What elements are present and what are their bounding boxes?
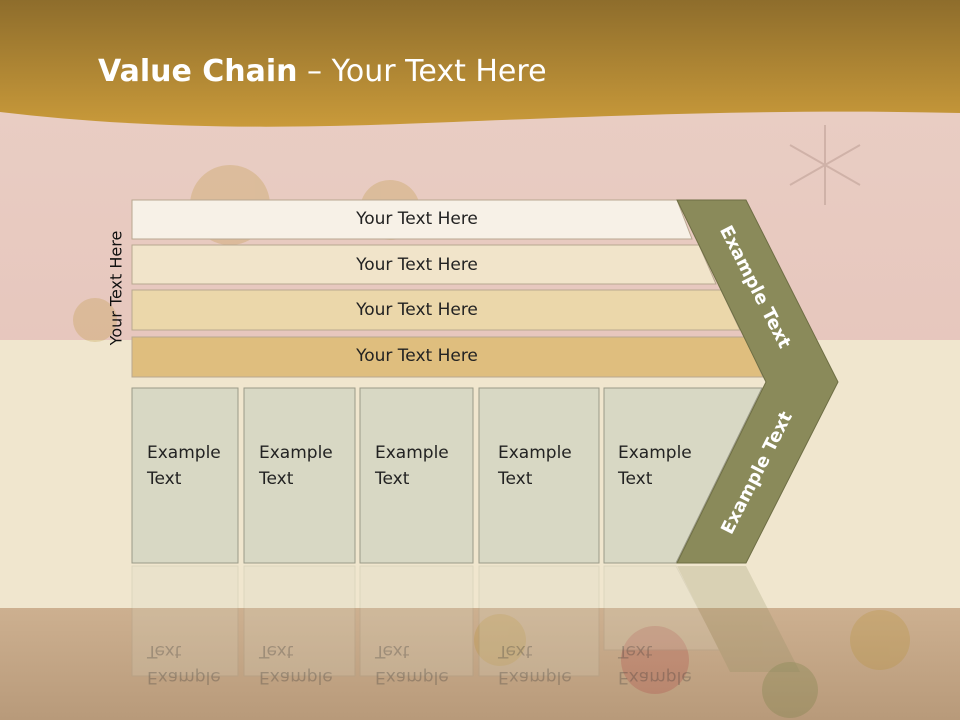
row-label-2: Your Text Here — [356, 255, 478, 275]
snowflake-icon — [789, 125, 861, 205]
primary-column-4 — [478, 387, 600, 564]
row-label-4: Your Text Here — [356, 346, 478, 366]
header-band — [0, 0, 960, 127]
primary-column-5 — [603, 387, 763, 564]
row-label-3: Your Text Here — [356, 300, 478, 320]
reflection — [131, 565, 800, 677]
page-title: Value Chain – Your Text Here — [98, 54, 547, 89]
primary-column-2 — [243, 387, 356, 564]
support-row-3 — [131, 289, 741, 331]
primary-column-1 — [131, 387, 239, 564]
primary-column-3 — [359, 387, 474, 564]
support-row-2 — [131, 244, 717, 285]
margin-chevron — [676, 199, 839, 564]
support-row-1 — [131, 199, 693, 240]
row-label-1: Your Text Here — [356, 209, 478, 229]
